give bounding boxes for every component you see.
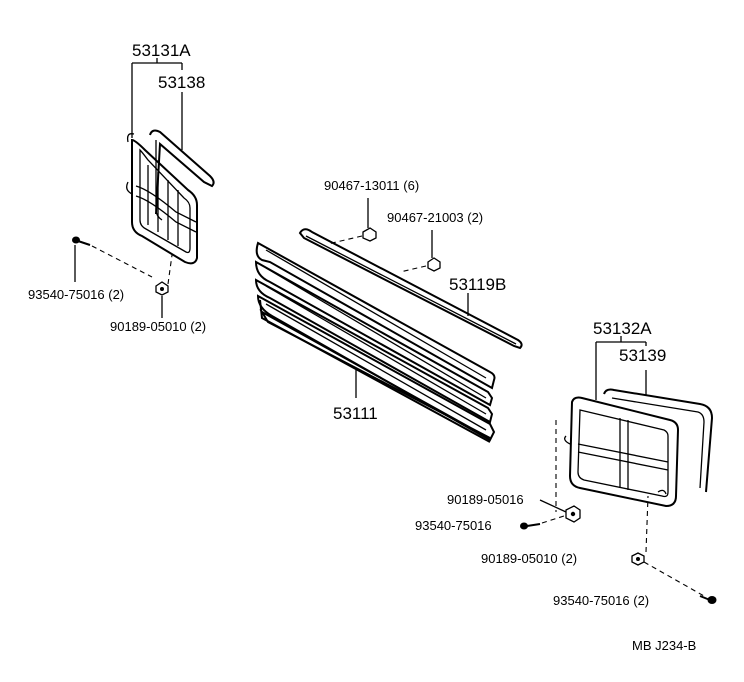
clip-90467-21003-icon bbox=[427, 230, 441, 272]
label-53131A: 53131A bbox=[132, 41, 191, 60]
right-bezel-seal-53139 bbox=[603, 388, 714, 493]
right-headlamp-bezel-53132A bbox=[564, 396, 680, 508]
label-53119B: 53119B bbox=[449, 275, 506, 294]
grille-moulding-53119B bbox=[298, 228, 523, 350]
clip-90467-13011-icon bbox=[362, 198, 377, 242]
right-screw-93540-right-icon bbox=[699, 595, 717, 604]
label-53132A: 53132A bbox=[593, 319, 652, 338]
label-93540-mid: 93540-75016 bbox=[415, 518, 492, 533]
left-screw-93540-icon bbox=[72, 236, 91, 282]
left-nut-90189-icon bbox=[155, 281, 169, 318]
leader-53131A bbox=[131, 58, 183, 150]
right-nut-90189-05010-icon bbox=[631, 552, 645, 566]
label-93540-left: 93540-75016 (2) bbox=[28, 287, 124, 302]
label-53139: 53139 bbox=[619, 346, 666, 365]
radiator-grille-53111 bbox=[254, 241, 496, 443]
label-90467-13011: 90467-13011 (6) bbox=[324, 178, 419, 193]
right-screw-93540-mid-icon bbox=[520, 522, 541, 530]
label-93540-right: 93540-75016 (2) bbox=[553, 593, 649, 608]
left-bezel-seal-53138 bbox=[149, 129, 215, 221]
label-90189-left: 90189-05010 (2) bbox=[110, 319, 206, 334]
diagram-code: MB J234-B bbox=[632, 638, 696, 653]
label-90189-05016: 90189-05016 bbox=[447, 492, 524, 507]
left-headlamp-bezel-53131A bbox=[126, 133, 198, 265]
label-53111: 53111 bbox=[333, 404, 378, 423]
label-90467-21003: 90467-21003 (2) bbox=[387, 210, 483, 225]
label-53138: 53138 bbox=[158, 73, 205, 92]
right-nut-90189-05016-icon bbox=[539, 499, 581, 523]
label-90189-right: 90189-05010 (2) bbox=[481, 551, 577, 566]
leader-53132A bbox=[595, 336, 647, 400]
